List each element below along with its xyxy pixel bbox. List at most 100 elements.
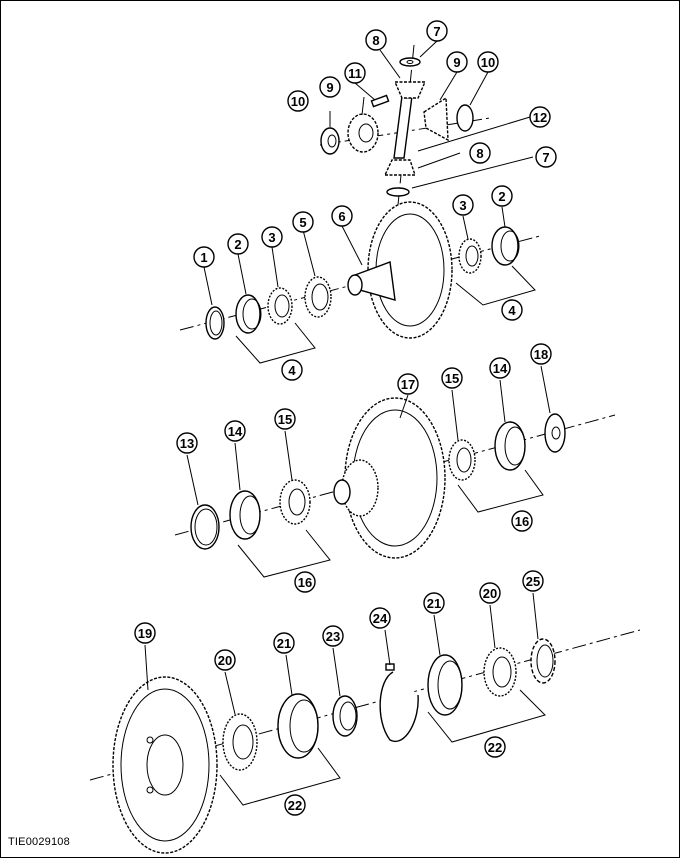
callout-9-right: 9 bbox=[446, 51, 468, 73]
svg-text:4: 4 bbox=[288, 363, 296, 378]
svg-text:15: 15 bbox=[445, 371, 459, 386]
svg-text:22: 22 bbox=[488, 740, 502, 755]
svg-text:6: 6 bbox=[338, 209, 345, 224]
pinion-gear-top bbox=[393, 57, 427, 99]
snap-ring-24 bbox=[379, 663, 419, 743]
side-gear-left bbox=[347, 113, 379, 153]
callout-22-left: 22 bbox=[284, 794, 306, 816]
svg-text:11: 11 bbox=[348, 66, 362, 81]
svg-text:18: 18 bbox=[534, 347, 548, 362]
callout-22-right: 22 bbox=[484, 736, 506, 758]
snap-ring-1 bbox=[205, 306, 225, 340]
callout-2-right: 2 bbox=[491, 185, 513, 207]
pinion-gear-bottom bbox=[383, 159, 416, 197]
svg-text:3: 3 bbox=[268, 230, 275, 245]
svg-text:24: 24 bbox=[373, 611, 388, 626]
bearing-cup-21-left bbox=[277, 693, 319, 759]
callout-23: 23 bbox=[322, 625, 344, 647]
svg-text:14: 14 bbox=[493, 361, 508, 376]
figure-id: TIE0029108 bbox=[8, 836, 70, 848]
snap-ring-13 bbox=[190, 504, 220, 550]
svg-text:17: 17 bbox=[401, 377, 415, 392]
svg-text:21: 21 bbox=[427, 596, 441, 611]
callout-16-right: 16 bbox=[511, 510, 533, 532]
callout-11: 11 bbox=[344, 62, 366, 84]
leader-lines bbox=[144, 40, 551, 715]
callout-7-bottom: 7 bbox=[535, 146, 557, 168]
callout-7-top: 7 bbox=[426, 20, 448, 42]
svg-text:16: 16 bbox=[298, 575, 312, 590]
callout-3-left: 3 bbox=[261, 226, 283, 248]
svg-text:2: 2 bbox=[234, 237, 241, 252]
callout-8-bottom: 8 bbox=[469, 142, 491, 164]
svg-text:10: 10 bbox=[481, 55, 495, 70]
intermediate-gear-17 bbox=[333, 397, 446, 559]
callout-20-right: 20 bbox=[479, 582, 501, 604]
svg-text:5: 5 bbox=[299, 215, 306, 230]
callout-15-right: 15 bbox=[441, 367, 463, 389]
svg-text:9: 9 bbox=[453, 55, 460, 70]
svg-text:13: 13 bbox=[180, 436, 194, 451]
svg-text:21: 21 bbox=[277, 636, 291, 651]
callout-8-top: 8 bbox=[365, 29, 387, 51]
adjusting-shim-25 bbox=[530, 638, 556, 684]
callout-25: 25 bbox=[522, 570, 544, 592]
svg-text:14: 14 bbox=[228, 424, 243, 439]
svg-text:20: 20 bbox=[218, 653, 232, 668]
callout-20-left: 20 bbox=[214, 649, 236, 671]
bearing-cone-15-right bbox=[448, 439, 476, 481]
callout-24: 24 bbox=[369, 607, 391, 629]
svg-text:22: 22 bbox=[288, 798, 302, 813]
callout-13: 13 bbox=[176, 432, 198, 454]
callout-10-left: 10 bbox=[287, 90, 309, 112]
callouts: 7 8 9 10 11 10 9 12 8 7 1 2 3 5 6 3 2 4 … bbox=[134, 20, 557, 816]
bearing-cup-14-right bbox=[494, 421, 526, 471]
callout-21-left: 21 bbox=[273, 632, 295, 654]
svg-text:7: 7 bbox=[433, 24, 440, 39]
svg-text:9: 9 bbox=[326, 80, 333, 95]
svg-text:3: 3 bbox=[459, 198, 466, 213]
callout-16-left: 16 bbox=[294, 571, 316, 593]
callout-3-right: 3 bbox=[452, 194, 474, 216]
bearing-cup-2-right bbox=[491, 226, 520, 266]
callout-19: 19 bbox=[134, 622, 156, 644]
svg-text:10: 10 bbox=[291, 94, 305, 109]
svg-text:7: 7 bbox=[542, 150, 549, 165]
final-drive-gear-19 bbox=[112, 676, 218, 854]
svg-text:19: 19 bbox=[138, 626, 152, 641]
callout-21-right: 21 bbox=[423, 592, 445, 614]
svg-text:16: 16 bbox=[515, 514, 529, 529]
bearing-cup-21-right bbox=[427, 654, 463, 716]
svg-text:4: 4 bbox=[508, 303, 516, 318]
callout-17: 17 bbox=[397, 373, 419, 395]
callout-4-right: 4 bbox=[501, 299, 523, 321]
svg-text:8: 8 bbox=[476, 146, 483, 161]
svg-text:25: 25 bbox=[526, 574, 540, 589]
svg-text:12: 12 bbox=[533, 110, 547, 125]
differential-case-6 bbox=[347, 201, 453, 339]
bearing-cone-20-right bbox=[483, 647, 517, 697]
seal-ring-23 bbox=[332, 695, 358, 737]
callout-4-left: 4 bbox=[281, 359, 303, 381]
side-gear-right bbox=[423, 96, 449, 142]
shim-18 bbox=[544, 413, 566, 453]
group-brackets bbox=[219, 265, 546, 806]
bearing-cup-2-left bbox=[235, 294, 262, 334]
bearing-cone-3-left bbox=[267, 287, 293, 325]
bearing-cup-14-left bbox=[229, 490, 261, 540]
callout-2-left: 2 bbox=[227, 233, 249, 255]
svg-text:1: 1 bbox=[200, 250, 207, 265]
callout-18: 18 bbox=[530, 343, 552, 365]
callout-1: 1 bbox=[193, 246, 215, 268]
callout-15-left: 15 bbox=[274, 408, 296, 430]
bearing-cone-20-left bbox=[222, 713, 258, 771]
bearing-cone-3-right bbox=[458, 238, 482, 274]
center-lines bbox=[89, 44, 641, 781]
pinion-shaft bbox=[393, 93, 413, 159]
svg-text:15: 15 bbox=[278, 412, 292, 427]
svg-text:8: 8 bbox=[372, 33, 379, 48]
svg-text:20: 20 bbox=[483, 586, 497, 601]
retaining-pin bbox=[370, 94, 390, 108]
callout-10-right: 10 bbox=[477, 51, 499, 73]
